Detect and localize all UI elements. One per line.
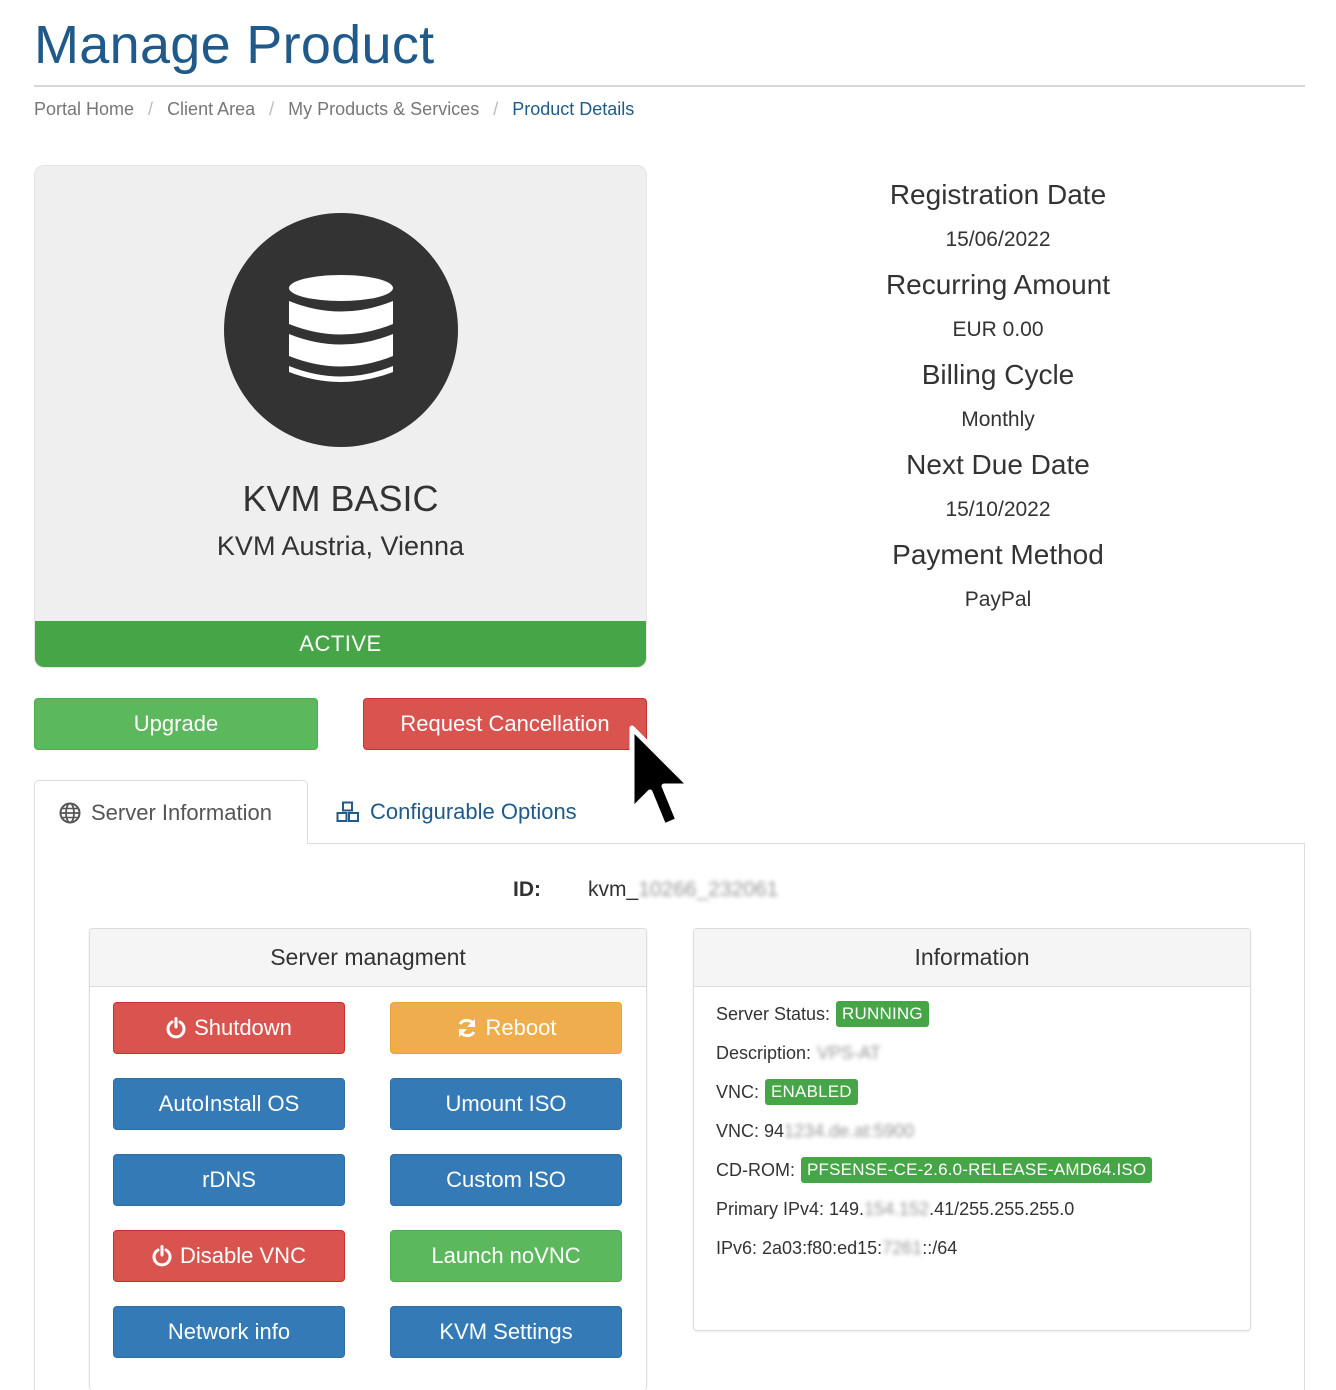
page-title: Manage Product xyxy=(34,15,435,75)
breadcrumb-separator: / xyxy=(269,99,275,119)
payment-method-label: Payment Method xyxy=(892,539,1104,570)
server-status-row: Server Status: RUNNING xyxy=(716,1000,929,1028)
breadcrumb-separator: / xyxy=(148,99,154,119)
product-name: KVM BASIC xyxy=(242,478,439,519)
cdrom-row: CD-ROM: PFSENSE-CE-2.6.0-RELEASE-AMD64.I… xyxy=(716,1156,1153,1184)
rdns-button[interactable]: rDNS xyxy=(113,1154,345,1206)
description-redacted: VPS-AT xyxy=(817,1042,881,1063)
tab-server-information[interactable]: Server Information xyxy=(34,780,308,844)
globe-icon xyxy=(59,802,81,823)
breadcrumb-my-products[interactable]: My Products & Services xyxy=(288,99,480,119)
reboot-button[interactable]: Reboot xyxy=(390,1002,622,1054)
recurring-amount-value: EUR 0.00 xyxy=(952,318,1044,341)
server-status-badge: RUNNING xyxy=(836,1001,929,1027)
request-cancellation-button[interactable]: Request Cancellation xyxy=(363,698,647,750)
power-icon xyxy=(166,1017,186,1039)
product-details: Registration Date 15/06/2022 Recurring A… xyxy=(830,175,1166,625)
tab-server-information-label: Server Information xyxy=(91,799,272,825)
breadcrumb-portal-home[interactable]: Portal Home xyxy=(34,99,135,119)
product-card: KVM BASIC KVM Austria, Vienna ACTIVE xyxy=(34,165,647,668)
tab-configurable-options[interactable]: Configurable Options xyxy=(334,780,624,844)
ipv6-suffix: ::/64 xyxy=(922,1237,958,1258)
next-due-date-value: 15/10/2022 xyxy=(945,498,1051,521)
breadcrumb: Portal Home / Client Area / My Products … xyxy=(34,99,634,120)
breadcrumb-separator: / xyxy=(493,99,499,119)
launch-novnc-button[interactable]: Launch noVNC xyxy=(390,1230,622,1282)
shutdown-button[interactable]: Shutdown xyxy=(113,1002,345,1054)
cubes-icon xyxy=(336,801,359,822)
vnc-address-row: VNC: 94 1234.de.at:5900 xyxy=(716,1117,914,1145)
network-info-button[interactable]: Network info xyxy=(113,1306,345,1358)
description-row: Description: VPS-AT xyxy=(716,1039,881,1067)
shutdown-button-label: Shutdown xyxy=(194,1015,292,1040)
vnc-status-label: VNC: xyxy=(716,1081,760,1102)
disable-vnc-button[interactable]: Disable VNC xyxy=(113,1230,345,1282)
product-icon-circle xyxy=(224,213,458,447)
custom-iso-button[interactable]: Custom ISO xyxy=(390,1154,622,1206)
refresh-icon xyxy=(458,1018,475,1038)
ipv6-redacted: 7261 xyxy=(882,1237,923,1258)
database-icon xyxy=(289,275,393,382)
product-status-bar: ACTIVE xyxy=(35,621,646,667)
billing-cycle-label: Billing Cycle xyxy=(921,359,1075,390)
breadcrumb-client-area[interactable]: Client Area xyxy=(167,99,256,119)
vnc-address-redacted: 1234.de.at:5900 xyxy=(784,1120,915,1141)
billing-cycle-value: Monthly xyxy=(961,408,1035,431)
product-location: KVM Austria, Vienna xyxy=(216,531,465,561)
information-title: Information xyxy=(694,929,1250,987)
vnc-address-label: VNC: 94 xyxy=(716,1120,785,1141)
server-id-value: kvm_10266_232061 xyxy=(588,878,778,902)
server-status-label: Server Status: xyxy=(716,1003,831,1024)
payment-method-value: PayPal xyxy=(964,588,1032,611)
vnc-status-row: VNC: ENABLED xyxy=(716,1078,858,1106)
kvm-settings-button[interactable]: KVM Settings xyxy=(390,1306,622,1358)
primary-ipv4-label: Primary IPv4: 149. xyxy=(716,1198,865,1219)
breadcrumb-product-details: Product Details xyxy=(512,99,635,119)
upgrade-button[interactable]: Upgrade xyxy=(34,698,318,750)
ipv6-label: IPv6: 2a03:f80:ed15: xyxy=(716,1237,883,1258)
title-divider xyxy=(34,85,1305,87)
recurring-amount-label: Recurring Amount xyxy=(885,269,1111,300)
primary-ipv4-suffix: .41/255.255.255.0 xyxy=(929,1198,1075,1219)
primary-ipv4-redacted: 154.152 xyxy=(864,1198,930,1219)
power-icon xyxy=(152,1245,172,1267)
server-id-prefix: kvm_ xyxy=(588,878,639,901)
reboot-button-label: Reboot xyxy=(485,1015,557,1040)
disable-vnc-button-label: Disable VNC xyxy=(180,1243,306,1268)
registration-date-label: Registration Date xyxy=(889,179,1107,210)
ipv6-row: IPv6: 2a03:f80:ed15: 7261 ::/64 xyxy=(716,1234,957,1262)
registration-date-value: 15/06/2022 xyxy=(945,228,1051,251)
vnc-status-badge: ENABLED xyxy=(765,1079,858,1105)
primary-ipv4-row: Primary IPv4: 149. 154.152 .41/255.255.2… xyxy=(716,1195,1074,1223)
description-label: Description: xyxy=(716,1042,812,1063)
cdrom-badge: PFSENSE-CE-2.6.0-RELEASE-AMD64.ISO xyxy=(801,1157,1153,1183)
cdrom-label: CD-ROM: xyxy=(716,1159,795,1180)
information-panel: Information Server Status: RUNNING Descr… xyxy=(693,928,1251,1331)
tab-configurable-options-label: Configurable Options xyxy=(370,799,577,824)
next-due-date-label: Next Due Date xyxy=(906,449,1090,480)
umount-iso-button[interactable]: Umount ISO xyxy=(390,1078,622,1130)
mouse-cursor-icon xyxy=(629,725,693,829)
server-id-redacted: 10266_232061 xyxy=(638,878,779,901)
server-management-title: Server managment xyxy=(90,929,646,987)
autoinstall-os-button[interactable]: AutoInstall OS xyxy=(113,1078,345,1130)
server-id-label: ID: xyxy=(513,878,541,901)
